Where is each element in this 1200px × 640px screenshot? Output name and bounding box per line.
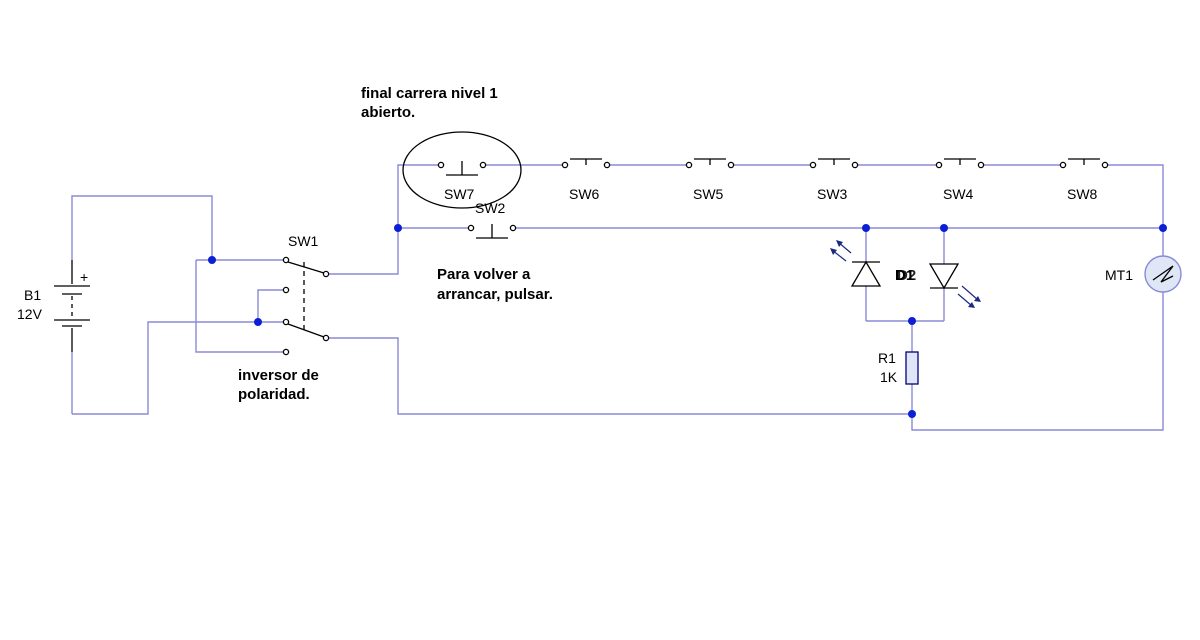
sw7-contact-left [437,161,445,169]
node-led2-top [940,224,948,232]
sw4-contact-right [977,161,985,169]
switch-sw2: SW2 [467,200,517,239]
note-inverter-line2: polaridad. [238,386,310,403]
motor-mt1: MT1 [1105,255,1182,293]
sw3-contact-left [809,161,817,169]
led2-triangle [928,263,960,290]
sw5-contact-left [685,161,693,169]
resistor-value-label: 1K [880,369,898,385]
node-resistor-bottom [908,410,916,418]
sw8-contact-left [1059,161,1067,169]
resistor-body [905,351,919,385]
node-rail-left [394,224,402,232]
wire-sw1-cross [257,289,284,322]
sw1-contact-3 [282,318,290,326]
led-ref-label-2: D2 [897,267,916,284]
led2-arrow-2 [957,293,973,307]
sw4-label: SW4 [943,186,974,202]
switch-sw4: SW4 [935,158,985,202]
sw5-contact-right [727,161,735,169]
wire-sw8-motor [1106,164,1164,228]
switch-sw5: SW5 [685,158,735,202]
sw7-highlight-ellipse [402,131,522,209]
resistor-r1: R1 1K [878,350,919,385]
note-inverter-line1: inversor de [238,367,319,384]
node-battery-return [254,318,262,326]
sw1-common-top [322,270,330,278]
junction-nodes [208,224,1167,418]
node-led1-top [862,224,870,232]
led2-arrowhead-1 [974,296,981,302]
sw8-contact-right [1101,161,1109,169]
switch-sw3: SW3 [809,158,859,202]
sw1-contact-2 [282,286,290,294]
led-d1 [830,240,882,287]
motor-body [1144,255,1182,293]
note-limit-line1: final carrera nivel 1 [361,85,498,102]
wire-battery-top [71,195,213,260]
led2-arrow-1 [961,285,979,301]
sw3-contact-right [851,161,859,169]
sw7-contact-right [479,161,487,169]
switch-sw6: SW6 [561,158,611,202]
switch-sw1: SW1 [282,233,330,356]
wire-sw1-left-bus [195,260,284,353]
battery-plus-sign: + [80,269,88,285]
resistor-ref-label: R1 [878,350,896,366]
battery-b1: + B1 12V [17,260,90,352]
sw2-contact-left [467,224,475,232]
limit-switches: SW7 SW6 SW5 SW3 SW4 [402,131,1109,209]
sw6-contact-right [603,161,611,169]
note-limit-line2: abierto. [361,104,415,121]
node-motor-top [1159,224,1167,232]
sw5-label: SW5 [693,186,724,202]
motor-ref-label: MT1 [1105,267,1133,283]
led2-arrowhead-2 [968,302,975,308]
switch-sw7: SW7 [437,161,487,202]
sw6-label: SW6 [569,186,600,202]
wires [71,164,1164,431]
sw8-label: SW8 [1067,186,1098,202]
sw1-blade-bottom [287,323,325,338]
sw1-common-bottom [322,334,330,342]
battery-value-label: 12V [17,306,43,322]
node-led-join [908,317,916,325]
node-battery-top [208,256,216,264]
led1-arrowhead-1 [836,240,843,247]
switch-sw8: SW8 [1059,158,1109,202]
wire-limit-rail-up [397,164,440,228]
battery-ref-label: B1 [24,287,41,303]
led-ref-label: D1 [895,267,914,284]
wire-battery-return [72,321,258,415]
sw1-contact-4 [282,348,290,356]
wire-motor-return [911,292,1164,431]
note-restart-line1: Para volver a [437,266,531,283]
motor-symbol [1152,265,1174,283]
sw7-label: SW7 [444,186,475,202]
sw2-label: SW2 [475,200,506,216]
sw3-label: SW3 [817,186,848,202]
wire-sw1-out-bottom [328,337,912,415]
sw1-blade-top [287,261,325,274]
note-restart-line2: arrancar, pulsar. [437,286,553,303]
wire-sw1-out-top [328,228,399,275]
sw6-contact-left [561,161,569,169]
sw1-contact-1 [282,256,290,264]
sw2-contact-right [509,224,517,232]
sw1-ref-label: SW1 [288,233,319,249]
sw4-contact-left [935,161,943,169]
annotations: final carrera nivel 1 abierto. Para volv… [238,85,553,403]
led-d2 [928,263,981,308]
led1-triangle [850,260,882,287]
led1-arrowhead-2 [830,248,837,255]
